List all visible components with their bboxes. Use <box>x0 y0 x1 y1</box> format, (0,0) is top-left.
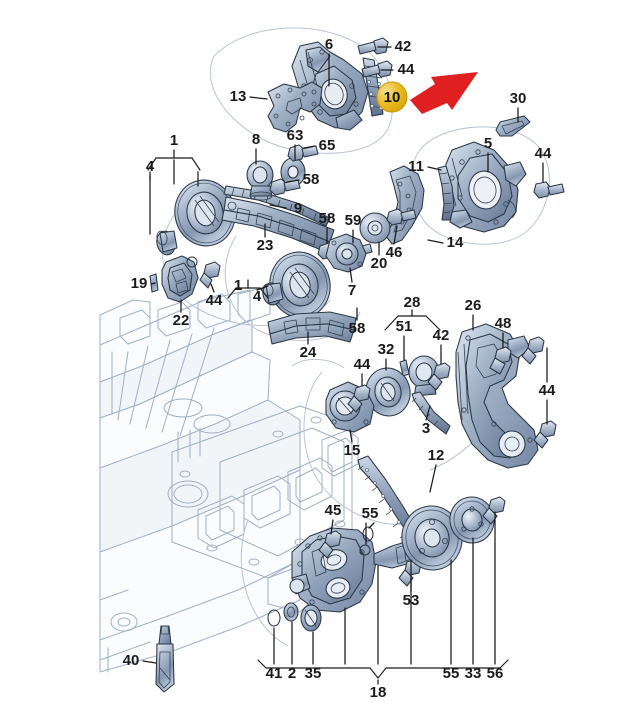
callout-label-53: 53 <box>403 592 420 609</box>
part-44-bolt-cover-top <box>521 336 545 365</box>
part-42-bolt-roller <box>427 362 451 391</box>
callout-label-4b: 4 <box>253 288 262 305</box>
part-46-bolt <box>386 208 417 226</box>
callout-label-44d: 44 <box>354 356 371 373</box>
part-56-bolt <box>482 496 506 525</box>
callout-label-9a: 9 <box>294 200 302 217</box>
callout-label-46: 46 <box>386 244 403 261</box>
part-3-chain-short <box>411 391 451 435</box>
part-1-sprocket-upper <box>174 179 236 247</box>
callout-label-1a: 1 <box>170 132 178 149</box>
part-2-washer <box>283 602 299 622</box>
part-55-o-ring-b <box>359 544 371 556</box>
part-4-bushing-lower <box>262 282 284 306</box>
callout-label-44b: 44 <box>535 145 552 162</box>
engine-block-ghost <box>99 287 359 673</box>
callout-label-20: 20 <box>371 255 388 272</box>
part-32-sprocket <box>365 367 411 417</box>
part-22-chain-tensioner <box>161 255 199 303</box>
callout-label-30: 30 <box>510 90 527 107</box>
highlight-marker-10 <box>376 81 408 113</box>
callout-label-12: 12 <box>428 447 445 464</box>
callout-label-63: 63 <box>287 127 304 144</box>
callout-label-32: 32 <box>378 341 395 358</box>
callout-label-18: 18 <box>370 684 387 701</box>
callout-label-42b: 42 <box>433 327 450 344</box>
callout-label-2: 2 <box>288 665 296 682</box>
callout-labels: 6 42 44 10 13 30 5 44 8 63 65 11 1 4 58 … <box>123 36 556 701</box>
callout-label-45: 45 <box>325 502 342 519</box>
callout-label-44e: 44 <box>539 382 556 399</box>
callout-label-6: 6 <box>325 36 333 53</box>
callout-label-14: 14 <box>447 234 464 251</box>
callout-label-10: 10 <box>384 89 401 106</box>
highlight-arrow <box>410 72 478 114</box>
part-13-gasket-plate <box>267 81 323 133</box>
callout-label-23: 23 <box>257 237 274 254</box>
part-63-washer <box>280 157 306 187</box>
callout-label-48: 48 <box>495 315 512 332</box>
highlight-circle <box>376 81 408 113</box>
part-45-bolt <box>318 530 342 559</box>
part-11-chain-short <box>437 165 455 221</box>
part-44-bolt-bracket15 <box>347 384 371 413</box>
callout-label-42a: 42 <box>395 38 412 55</box>
part-24-chain-guide-lower <box>267 311 357 345</box>
part-7-bearing-bracket <box>325 233 367 273</box>
part-18-oil-pump-housing <box>289 527 377 613</box>
part-20-tensioner-pulley <box>359 212 391 244</box>
part-4-bushing-upper <box>156 230 178 256</box>
part-30-guide-rail <box>495 115 531 137</box>
callout-label-55a: 55 <box>362 505 379 522</box>
callout-label-13: 13 <box>230 88 247 105</box>
callout-label-44c: 44 <box>206 292 223 309</box>
callout-label-58b: 58 <box>319 210 336 227</box>
callout-label-33: 33 <box>465 665 482 682</box>
part-40-sealant-tube <box>155 625 175 693</box>
callout-label-24: 24 <box>300 344 317 361</box>
callout-label-44a: 44 <box>398 61 415 78</box>
callout-label-58a: 58 <box>303 171 320 188</box>
part-42-bolt-top <box>357 37 389 55</box>
part-44-bolt-right <box>533 181 565 199</box>
callout-label-11: 11 <box>408 158 424 175</box>
part-8-pulley <box>246 160 274 201</box>
part-44-bolt-tensioner <box>199 261 221 289</box>
part-44-bolt-top <box>361 60 393 78</box>
callout-label-58c: 58 <box>349 320 366 337</box>
callout-label-5: 5 <box>484 135 492 152</box>
callout-label-22: 22 <box>173 312 190 329</box>
callout-label-15: 15 <box>344 442 361 459</box>
callout-label-8: 8 <box>252 131 260 148</box>
callout-label-19: 19 <box>131 275 148 292</box>
callout-label-28: 28 <box>404 294 421 311</box>
part-44-bolt-cover-bottom <box>533 420 557 449</box>
part-5-timing-cover <box>443 141 527 233</box>
callout-label-65: 65 <box>319 137 336 154</box>
callout-label-35: 35 <box>305 665 322 682</box>
callout-label-51: 51 <box>396 318 413 335</box>
callout-label-1b: 1 <box>234 277 242 294</box>
callout-label-3: 3 <box>422 420 430 437</box>
callout-label-55b: 55 <box>443 665 460 682</box>
part-41-o-ring <box>267 609 281 627</box>
callout-label-41: 41 <box>266 665 283 682</box>
leader-lines <box>142 46 548 665</box>
part-14-tensioner-rail <box>385 165 425 245</box>
part-65-bolt <box>287 144 319 162</box>
part-35-shaft-seal <box>300 604 322 632</box>
callout-label-4a: 4 <box>146 158 155 175</box>
callout-label-7: 7 <box>348 282 356 299</box>
part-56-idler-gear <box>449 496 495 544</box>
callout-label-40: 40 <box>123 652 140 669</box>
part-55-o-ring-a <box>362 526 374 542</box>
part-48-bolt <box>489 346 512 375</box>
callout-label-59: 59 <box>345 212 362 229</box>
callout-label-26: 26 <box>465 297 482 314</box>
part-1-sprocket-lower <box>269 251 331 319</box>
callout-label-56: 56 <box>487 665 504 682</box>
